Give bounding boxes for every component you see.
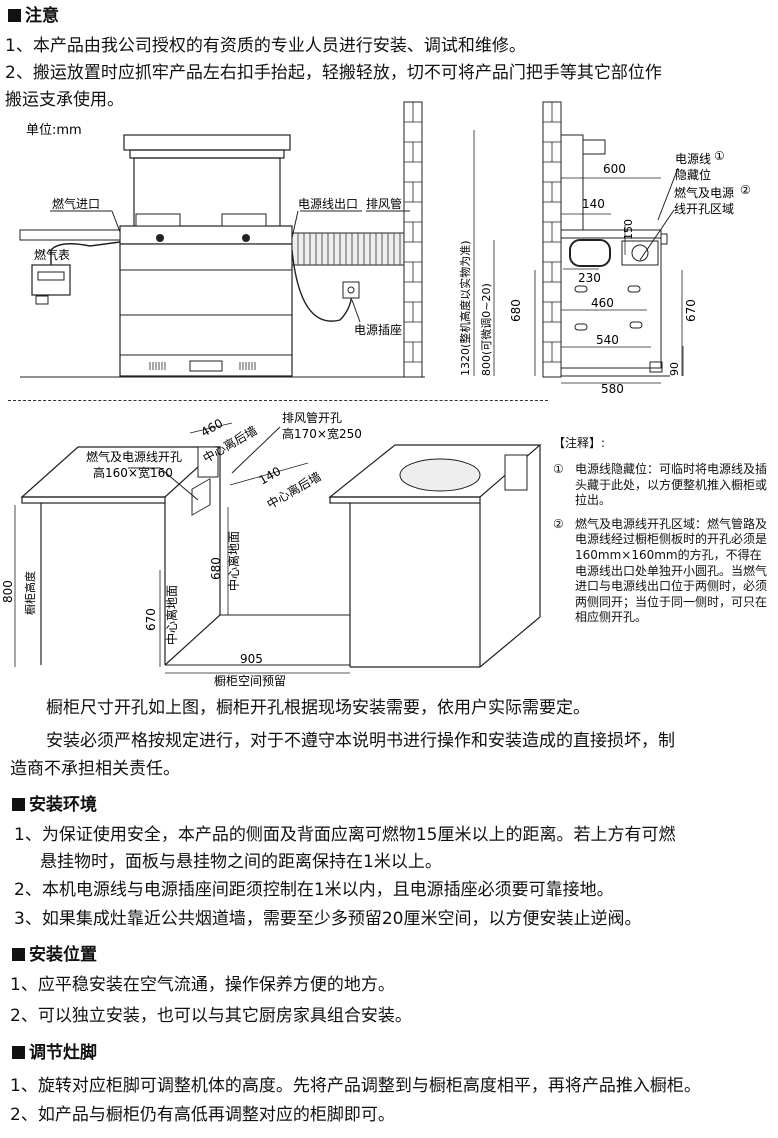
cable-outlet-label: 电源线出口 — [298, 197, 358, 211]
left-counter — [19, 229, 121, 241]
dim-540: 540 — [596, 333, 619, 347]
gas-pipe — [50, 241, 121, 265]
circle-2: ② — [740, 183, 751, 197]
gas-hole-size: 高160×宽160 — [93, 465, 173, 480]
feet-title: 调节灶脚 — [29, 1043, 97, 1063]
gas-hole-square — [191, 477, 211, 516]
dim-140: 140 — [582, 197, 605, 211]
dim-600: 600 — [603, 162, 626, 176]
dim-800: 800(可微调0~20) — [479, 283, 493, 376]
dim-680: 680 — [209, 557, 223, 580]
notice-title: 注意 — [25, 6, 59, 26]
gas-hole-label: 燃气及电源线开孔 — [86, 449, 182, 464]
exhaust-hole-rect — [197, 446, 219, 478]
power-socket-icon — [342, 281, 360, 299]
knob-right-icon — [242, 234, 250, 242]
remark-item: ① 电源线隐藏位：可临时将电源线及插头藏于此处，以方便整机推入橱柜或拉出。 — [553, 462, 773, 509]
cable-hidden-label-2: 隐藏位 — [675, 167, 711, 182]
power-cable — [291, 249, 353, 322]
exhaust-pipe-label: 排风管 — [366, 196, 402, 211]
remarks-list: ① 电源线隐藏位：可临时将电源线及插头藏于此处，以方便整机推入橱柜或拉出。 ② 燃气… — [553, 462, 773, 634]
cooktop — [119, 225, 293, 245]
position-item-1: 1、应平稳安装在空气流通，操作保养方便的地方。 — [10, 975, 395, 995]
body-paragraph-1: 橱柜尺寸开孔如上图，橱柜开孔根据现场安装需要，依用户实际需要定。 — [46, 698, 590, 718]
position-heading: 安装位置 — [12, 943, 97, 967]
feet-heading: 调节灶脚 — [12, 1041, 97, 1065]
unit-label: 单位:mm — [26, 123, 82, 138]
dim-90: 90 — [668, 362, 681, 376]
hole-area-label: 燃气及电源 — [674, 185, 734, 200]
stove-cabinet — [119, 243, 293, 377]
remark-text: 燃气及电源线开孔区域：燃气管路及电源线经过橱柜侧板时的开孔必须是160mm×16… — [575, 516, 768, 625]
gas-meter-label: 燃气表 — [34, 247, 70, 262]
square-bullet-icon — [8, 9, 21, 22]
gas-inlet-label: 燃气进口 — [52, 196, 100, 211]
circle-1: ① — [714, 149, 725, 163]
burner-left — [135, 213, 181, 227]
control-panel — [189, 360, 223, 372]
remark-number: ① — [553, 462, 564, 476]
env-item-2: 2、本机电源线与电源插座间距须控制在1米以内，且电源插座必须要可靠接地。 — [14, 880, 614, 900]
dim-1320: 1320(整机高度以实物为准) — [458, 240, 472, 376]
remark-text: 电源线隐藏位：可临时将电源线及插头藏于此处，以方便整机推入橱柜或拉出。 — [575, 462, 768, 508]
square-bullet-icon — [12, 948, 25, 961]
feet-item-1: 1、旋转对应柜脚可调整机体的高度。先将产品调整到与橱柜高度相平，再将产品推入橱柜… — [10, 1076, 701, 1096]
cable-hidden-label: 电源线 — [675, 152, 711, 166]
front-install-diagram: 单位:mm 燃气进口 燃气表 电源线出口 排风管 电源插座 — [19, 101, 425, 378]
dim-460: 460 — [199, 416, 226, 440]
center-floor-label-2: 中心离地面 — [164, 585, 179, 645]
dim-800: 800 — [1, 580, 15, 603]
cabinet-opening-diagram: 排风管开孔 高170×宽250 燃气及电源线开孔 高160×宽160 460 中… — [1, 410, 542, 688]
cooktop-profile — [560, 229, 662, 239]
dim-670: 670 — [144, 608, 158, 631]
env-item-1: 1、为保证使用安全，本产品的侧面及背面应离可燃物15厘米以上的距离。若上方有可燃 — [14, 825, 676, 845]
power-socket-label: 电源插座 — [354, 322, 402, 337]
dim-230: 230 — [578, 271, 601, 285]
hood-profile — [560, 134, 584, 231]
env-title: 安装环境 — [29, 795, 97, 815]
remark-number: ② — [553, 516, 564, 531]
exhaust-hole-size: 高170×宽250 — [282, 426, 362, 441]
dim-670: 670 — [684, 299, 698, 322]
dim-580: 580 — [601, 382, 624, 396]
burner-right — [221, 213, 267, 227]
exhaust-pipe-icon — [399, 458, 481, 492]
notice-item-1: 1、本产品由我公司授权的有资质的专业人员进行安装、调试和维修。 — [5, 36, 526, 56]
position-item-2: 2、可以独立安装，也可以与其它厨房家具组合安装。 — [10, 1006, 412, 1026]
knob-left-icon — [156, 234, 164, 242]
dim-680: 680 — [509, 299, 523, 322]
right-cabinet — [328, 444, 542, 668]
square-bullet-icon — [12, 798, 25, 811]
side-install-diagram: 600 140 230 460 540 580 150 680 670 90 8… — [458, 101, 751, 396]
dim-150: 150 — [622, 219, 635, 240]
notice-item-2: 2、搬运放置时应抓牢产品左右扣手抬起，轻搬轻放，切不可将产品门把手等其它部位作 — [5, 63, 662, 83]
center-floor-label: 中心离地面 — [226, 531, 241, 591]
env-item-3: 3、如果集成灶靠近公共烟道墙，需要至少多预留20厘米空间，以方便安装止逆阀。 — [14, 909, 642, 929]
dim-140: 140 — [257, 464, 284, 488]
left-cabinet — [20, 446, 222, 666]
remark-item: ② 燃气及电源线开孔区域：燃气管路及电源线经过橱柜侧板时的开孔必须是160mm×1… — [553, 517, 773, 626]
env-heading: 安装环境 — [12, 793, 97, 817]
cabinet-space-label: 橱柜空间预留 — [214, 674, 286, 688]
feet-item-2: 2、如产品与橱柜仍有高低再调整对应的柜脚即可。 — [10, 1105, 395, 1125]
notice-item-2-cont: 搬运支承使用。 — [5, 90, 124, 110]
remarks-title: 【注释】: — [553, 436, 606, 450]
body-paragraph-2: 安装必须严格按规定进行，对于不遵守本说明书进行操作和安装造成的直接损坏，制 — [46, 731, 675, 751]
square-bullet-icon — [12, 1046, 25, 1059]
dim-460: 460 — [591, 296, 614, 310]
cabinet-height-label: 橱柜高度 — [23, 571, 37, 615]
env-item-1-cont: 悬挂物时，面板与悬挂物之间的距离保持在1米以上。 — [40, 852, 442, 872]
hole-area-label-2: 线开孔区域 — [674, 202, 734, 216]
dashed-divider — [8, 400, 548, 401]
body-paragraph-2-cont: 造商不承担相关责任。 — [10, 759, 180, 779]
notice-heading: 注意 — [8, 4, 59, 28]
exhaust-pipe-icon — [291, 232, 405, 266]
dim-905: 905 — [240, 652, 263, 666]
exhaust-hole-label: 排风管开孔 — [282, 410, 342, 425]
position-title: 安装位置 — [29, 945, 97, 965]
